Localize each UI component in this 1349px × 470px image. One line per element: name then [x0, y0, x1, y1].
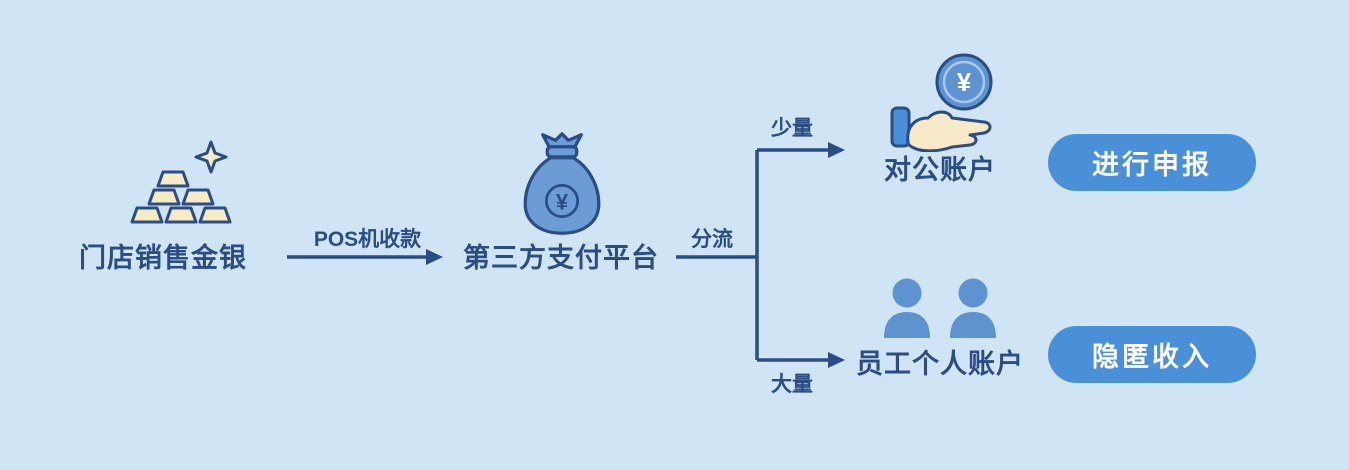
node-employee-label: 员工个人账户 — [856, 349, 1024, 379]
coin-currency-symbol: ¥ — [957, 67, 972, 97]
badge-declare: 进行申报 — [1048, 134, 1256, 191]
badge-hidden: 隐匿收入 — [1048, 326, 1256, 383]
bag-currency-symbol: ¥ — [556, 189, 569, 214]
edge-split-label: 分流 — [691, 228, 733, 251]
node-platform-label: 第三方支付平台 — [463, 243, 659, 273]
edge-pos-label: POS机收款 — [313, 228, 422, 251]
arrowhead-large — [828, 352, 845, 368]
hand-shape — [906, 110, 992, 153]
persons-icon — [876, 278, 1004, 343]
connector-split-lines — [676, 148, 828, 362]
edge-small-label: 少量 — [771, 117, 813, 140]
sparkle-icon — [194, 140, 228, 174]
node-corporate-label: 对公账户 — [884, 155, 996, 185]
hand-coin-icon: ¥ — [886, 52, 1008, 157]
node-store-label: 门店销售金银 — [79, 243, 247, 273]
arrowhead-small — [828, 142, 845, 158]
edge-large-label: 大量 — [771, 373, 813, 396]
gold-bars-icon — [128, 138, 236, 233]
money-bag-icon: ¥ — [516, 132, 608, 241]
